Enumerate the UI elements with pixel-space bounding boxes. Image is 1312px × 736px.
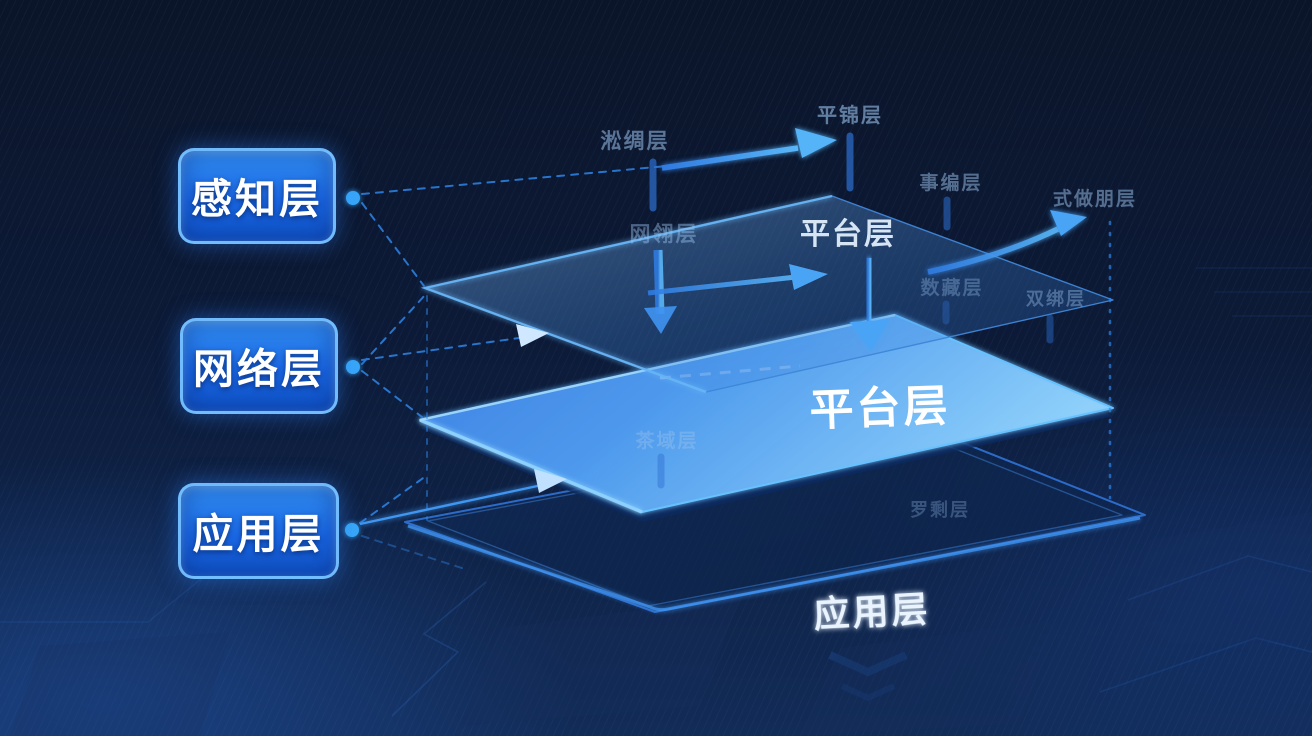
dashed-line-application-up — [359, 475, 427, 524]
dot-network — [346, 360, 360, 374]
arrowhead-platform-row — [789, 264, 828, 290]
background-circuit — [0, 267, 1312, 736]
dot-application — [345, 523, 359, 537]
arrowhead-down-left — [644, 306, 677, 334]
layer-button-application-label: 应用层 — [192, 510, 325, 558]
arrowhead-curved-right — [1050, 210, 1087, 236]
layer-slab-platform: 平台层 — [419, 313, 1114, 522]
ghost-labels: 淞绸层 平锦层 事编层 式做朋层 网翎层 数藏层 双绑层 茶域层 罗剩层 — [601, 103, 1137, 521]
ghost-label-7: 双绑层 — [1026, 288, 1086, 310]
dot-perception — [346, 191, 360, 205]
dashed-line-network-to-middle-layer — [361, 370, 423, 418]
ghost-label-1: 淞绸层 — [601, 129, 670, 153]
layer-button-network-label: 网络层 — [193, 345, 325, 393]
ghost-label-9: 罗剩层 — [910, 500, 970, 521]
layer-slab-top: 平台层 — [420, 194, 1114, 394]
platform-layer-label-top: 平台层 — [800, 217, 896, 252]
ghost-label-4: 式做朋层 — [1053, 187, 1137, 210]
ghost-label-2: 平锦层 — [817, 103, 883, 127]
dashed-line-perception-to-top-layer — [361, 202, 425, 287]
arrowhead-down-center — [850, 320, 889, 351]
ghost-label-8: 茶域层 — [635, 429, 698, 452]
layer-button-network[interactable]: 网络层 — [180, 318, 338, 414]
arrowhead-top-right — [795, 128, 837, 158]
label-ticks — [649, 132, 1054, 489]
flow-arrows — [359, 128, 1087, 526]
dashed-line-network-to-arrow — [361, 336, 527, 361]
ghost-label-3: 事编层 — [919, 171, 982, 194]
dashed-connectors — [359, 162, 1112, 571]
application-layer-label: 应用层 — [813, 589, 932, 636]
dashed-line-network-up — [361, 293, 427, 365]
layer-button-perception[interactable]: 感知层 — [178, 148, 336, 244]
ghost-label-5: 网翎层 — [630, 222, 699, 246]
dashed-line-application-down — [361, 535, 469, 571]
arrowhead-network — [516, 324, 549, 347]
connector-dots — [345, 191, 360, 537]
dashed-line-perception-to-top-arrow — [361, 162, 701, 195]
platform-layer-label-main: 平台层 — [809, 381, 952, 437]
ghost-label-6: 数藏层 — [920, 276, 983, 299]
arrowhead-application — [534, 469, 567, 493]
layer-button-application[interactable]: 应用层 — [178, 483, 339, 579]
layer-button-perception-label: 感知层 — [191, 175, 323, 223]
